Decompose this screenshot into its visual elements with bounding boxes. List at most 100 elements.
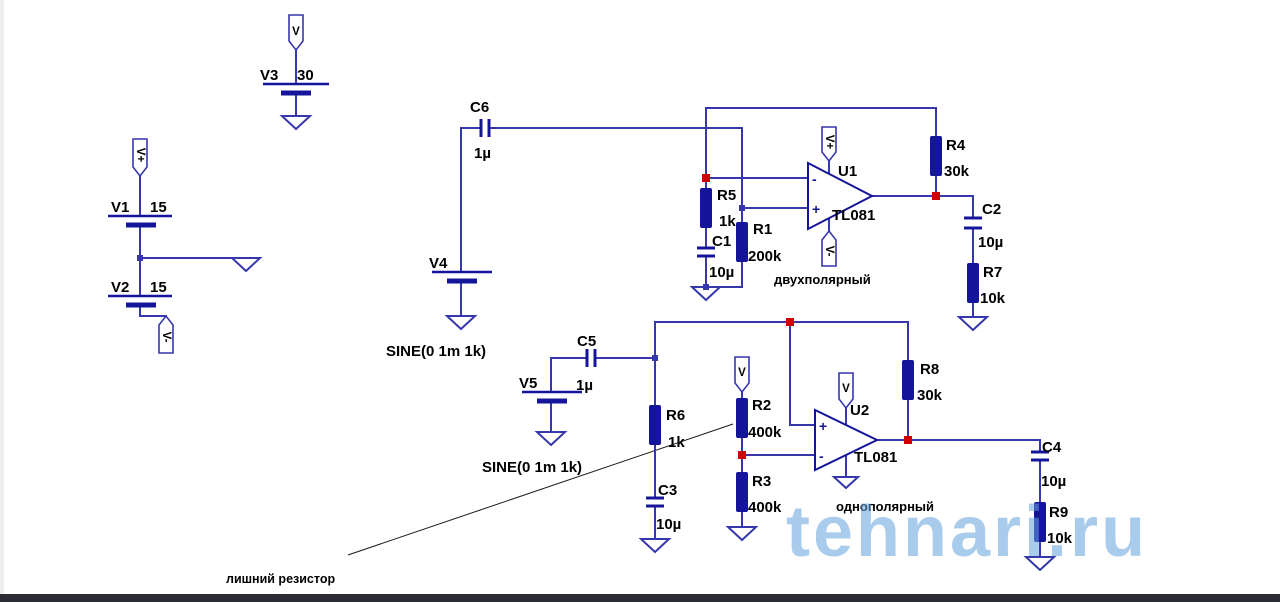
junction-node [703,284,709,290]
component-value: 10µ [709,264,734,281]
component-ref: V2 [111,279,129,296]
junction-node [739,205,745,211]
voltage-source-v3: V3 30 [260,67,329,96]
inverting-input-sign: - [819,448,824,464]
port-flag-icon [132,138,148,178]
resistor-R5: R5 1k [700,187,736,230]
resistor-body [736,222,748,262]
ground-icon [725,526,759,542]
net-port-u1-v-plus: V+ [821,126,837,163]
port-label: V- [160,332,172,343]
inverting-input-sign: - [812,171,817,187]
port-flag-icon [734,356,750,394]
junction-node [652,355,658,361]
component-ref: R5 [717,187,736,204]
component-ref: R9 [1049,504,1068,521]
component-value: 30k [917,387,943,404]
component-ref: R6 [666,407,685,424]
ground-icon [638,538,672,554]
resistor-body [1034,502,1046,542]
port-flag-icon [838,372,854,410]
resistor-body [700,188,712,228]
component-value: 10µ [1041,473,1066,490]
port-flag-icon [288,14,304,52]
component-value: 15 [150,279,167,296]
annotation-bipolar: двухполярный [774,272,871,287]
annotation-extra-resistor: лишний резистор [226,572,335,586]
component-ref: C4 [1042,439,1062,456]
capacitor-C3: C3 10µ [646,482,681,533]
component-value: 400k [748,499,782,516]
resistor-body [736,398,748,438]
component-value: SINE(0 1m 1k) [482,459,582,476]
opamp-triangle [807,161,875,231]
ground-icon [1023,556,1057,572]
junction-node-red [702,174,710,182]
component-ref: R1 [753,221,772,238]
component-value: SINE(0 1m 1k) [386,343,486,360]
component-ref: U1 [838,163,857,180]
junction-nodes [137,174,940,459]
window-bottom-edge [0,594,1280,602]
component-ref: R4 [946,137,966,154]
port-label: V [292,26,300,38]
junction-node-red [738,451,746,459]
net-port-v-minus-left: V- [158,314,174,354]
annotation-unipolar: однополярный [836,499,934,514]
component-ref: V5 [519,375,537,392]
component-ref: C5 [577,333,596,350]
component-ref: V3 [260,67,278,84]
component-ref: R7 [983,264,1002,281]
component-ref: C3 [658,482,677,499]
component-value: 30 [297,67,314,84]
noninverting-input-sign: + [819,418,827,434]
port-label: V [738,367,746,379]
junction-node [137,255,143,261]
component-value: 1k [719,213,736,230]
voltage-source-v2: V2 15 [108,279,172,308]
resistor-R3: R3 400k [736,472,782,516]
port-label: V+ [134,148,146,163]
component-value: 10k [1047,530,1073,547]
ground-icon [444,315,478,331]
component-value: 200k [748,248,782,265]
resistor-R4: R4 30k [930,136,970,180]
component-value: TL081 [832,207,875,224]
ground-icon [229,257,263,273]
voltage-source-v5: V5 SINE(0 1m 1k) [482,375,582,476]
resistor-R1: R1 200k [736,221,782,265]
port-flag-icon [821,126,837,163]
junction-node-red [786,318,794,326]
component-value: 1µ [576,377,593,394]
component-value: 30k [944,163,970,180]
capacitor-C6: C6 1µ [470,99,491,162]
opamp-U1: - + U1 TL081 [807,161,875,231]
component-ref: C6 [470,99,489,116]
resistor-body [930,136,942,176]
opamp-U2: + - U2 TL081 [814,402,897,472]
resistor-body [736,472,748,512]
port-label: V- [823,246,835,257]
resistor-body [649,405,661,445]
ground-icon [956,316,990,332]
port-label: V [842,383,850,395]
resistor-R8: R8 30k [902,360,943,404]
opamp-triangle [814,408,880,472]
component-value: 1µ [474,145,491,162]
wires-top-circuit [460,107,974,318]
component-ref: U2 [850,402,869,419]
resistor-R7: R7 10k [967,263,1006,307]
component-value: 10k [980,290,1006,307]
capacitor-C1: C1 10µ [697,233,734,281]
component-ref: R8 [920,361,939,378]
extra-resistor-callout-line [347,423,734,556]
port-flag-icon [821,229,837,267]
component-ref: R3 [752,473,771,490]
component-value: TL081 [854,449,897,466]
component-ref: V4 [429,255,448,272]
resistor-R2: R2 400k [736,397,782,441]
port-label: V+ [823,135,835,150]
